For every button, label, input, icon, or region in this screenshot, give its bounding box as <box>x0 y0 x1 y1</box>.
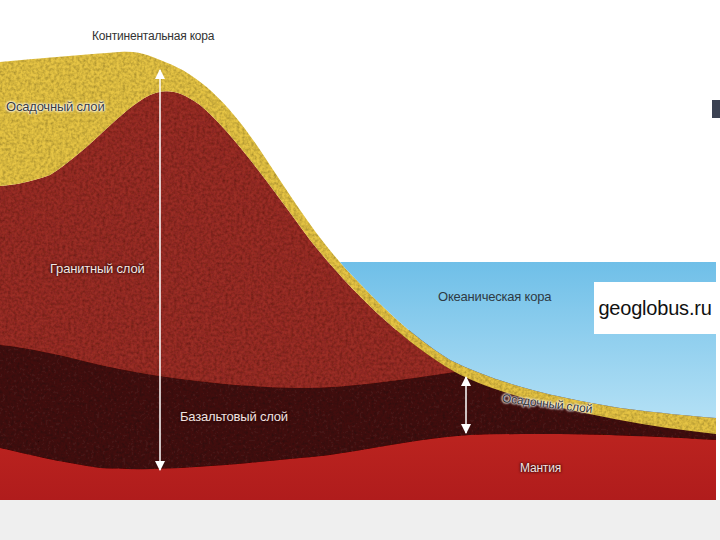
layer-label: Осадочный слой <box>6 100 104 115</box>
bottom-strip <box>0 500 720 540</box>
layer-label: Гранитный слой <box>50 262 144 277</box>
watermark: geoglobus.ru <box>598 297 711 320</box>
layer-label: Базальтовый слой <box>180 410 288 425</box>
crust-title-label: Океаническая кора <box>438 290 551 305</box>
crust-title-label: Континентальная кора <box>92 30 214 44</box>
watermark-box: geoglobus.ru <box>594 282 716 334</box>
sediment-layer <box>0 52 716 434</box>
continental-thickness-arrow <box>159 70 161 470</box>
oceanic-thickness-arrow <box>465 377 467 433</box>
ocean-water <box>340 262 716 418</box>
layer-label: Мантия <box>520 462 561 476</box>
corner-mark <box>712 100 720 118</box>
